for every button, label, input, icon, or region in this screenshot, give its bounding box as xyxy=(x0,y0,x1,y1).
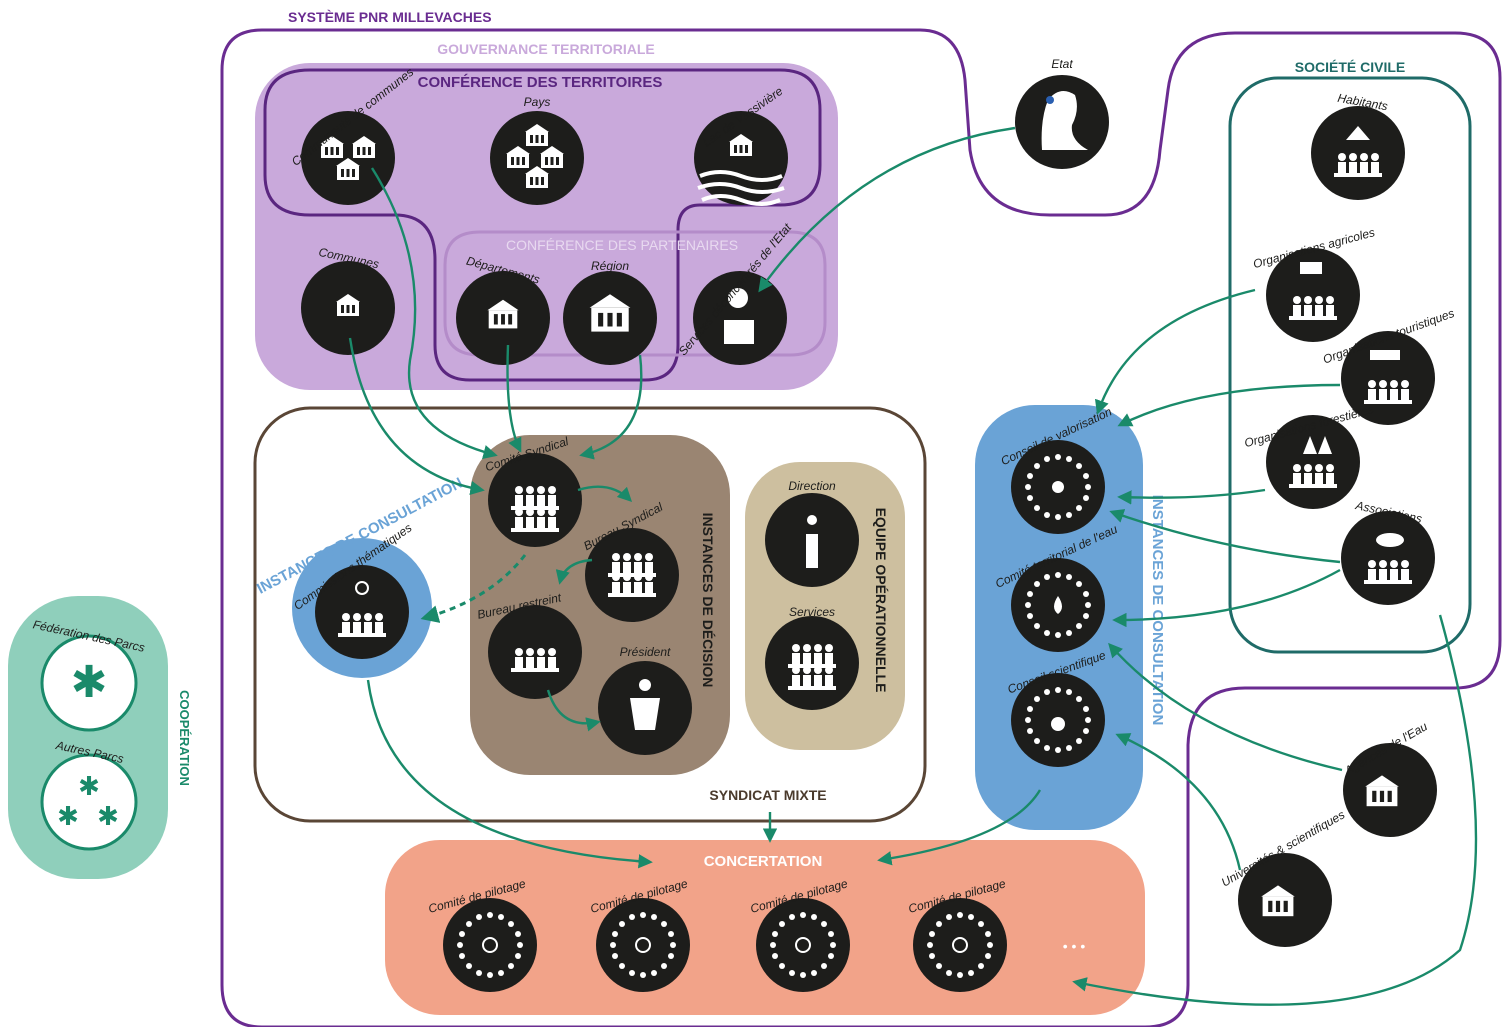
arrow-comite-commissions xyxy=(420,554,527,623)
system-title: SYSTÈME PNR MILLEVACHES xyxy=(288,9,492,25)
lac-node xyxy=(694,111,788,206)
arrow-agricoles-valorisation xyxy=(1094,288,1256,415)
associations-node xyxy=(1341,511,1435,605)
pilotage-node-3 xyxy=(756,898,850,992)
org-forestieres-node xyxy=(1266,415,1360,509)
conf-partenaires-boundary xyxy=(443,230,827,357)
departements-node xyxy=(456,271,550,365)
arrow-societe-concertation xyxy=(1072,614,1478,1006)
gouvernance-panel xyxy=(255,63,838,390)
habitants-node xyxy=(1311,106,1405,200)
bureau-syndical-node xyxy=(585,528,679,622)
arrow-scientifique-concertation xyxy=(877,789,1042,866)
pilotage-node-1 xyxy=(443,898,537,992)
arrow-communaute-comite xyxy=(370,167,498,460)
pays-node xyxy=(490,111,584,205)
region-node xyxy=(563,271,657,365)
societe-civile-title: SOCIÉTÉ CIVILE xyxy=(1295,59,1405,75)
region-label: Région xyxy=(591,259,629,273)
bureau-restreint-node xyxy=(488,605,582,699)
comite-syndical-node xyxy=(488,453,582,547)
arrow-associations-valorisation xyxy=(1109,509,1341,564)
arrow-region-comite xyxy=(579,354,643,460)
services-etat-node xyxy=(693,271,787,365)
conf-territoires-title: CONFÉRENCE DES TERRITOIRES xyxy=(418,74,663,91)
concertation-title: CONCERTATION xyxy=(704,853,823,870)
arrow-associations-eau xyxy=(1112,568,1341,628)
gouvernance-title: GOUVERNANCE TERRITORIALE xyxy=(437,41,655,57)
conf-territoires-boundary xyxy=(263,68,822,382)
conseil-scientifique-node xyxy=(1011,673,1105,767)
cooperation-title: COOPÉRATION xyxy=(177,690,192,786)
pays-label: Pays xyxy=(524,95,551,109)
comite-eau-node xyxy=(1011,558,1105,652)
org-touristiques-node xyxy=(1341,331,1435,425)
concertation-ellipsis: • • • xyxy=(1063,938,1086,954)
arrow-departements-comite xyxy=(506,344,522,453)
arrow-etat-services xyxy=(758,126,1016,293)
arrow-touristiques-valorisation xyxy=(1117,383,1341,427)
arrow-universites-scientifique xyxy=(1115,733,1242,871)
universites-node xyxy=(1238,853,1332,947)
direction-label: Direction xyxy=(788,479,836,493)
arrow-commissions-concertation xyxy=(366,679,653,869)
communes-node xyxy=(301,261,395,355)
svg-text:✱: ✱ xyxy=(78,771,100,801)
agences-eau-node xyxy=(1343,743,1437,837)
arrow-restreint-president xyxy=(546,689,601,732)
arrow-agences-eau xyxy=(1108,642,1343,772)
svg-text:✱: ✱ xyxy=(71,658,108,707)
commissions-node xyxy=(315,565,409,659)
pilotage-node-2 xyxy=(596,898,690,992)
equipe-title: EQUIPE OPÉRATIONNELLE xyxy=(873,508,889,693)
instances-decision-title: INSTANCES DE DÉCISION xyxy=(700,513,716,688)
president-node xyxy=(598,661,692,755)
arrow-forestieres-valorisation xyxy=(1117,488,1266,505)
direction-node xyxy=(765,493,859,587)
svg-text:✱: ✱ xyxy=(97,801,119,831)
federation-node: ✱ xyxy=(40,634,138,732)
org-agricoles-node xyxy=(1266,248,1360,342)
svg-text:✱: ✱ xyxy=(57,801,79,831)
arrow-comite-bureau xyxy=(577,485,633,503)
president-label: Président xyxy=(620,645,671,659)
syndicat-mixte-panel xyxy=(253,406,927,823)
services-node xyxy=(765,616,859,710)
autres-parcs-node: ✱ ✱ ✱ xyxy=(40,753,138,851)
conf-partenaires-title: CONFÉRENCE DES PARTENAIRES xyxy=(506,237,738,253)
etat-node xyxy=(1015,75,1109,169)
communaute-node xyxy=(301,111,395,205)
etat-label: Etat xyxy=(1051,57,1073,71)
pilotage-node-4 xyxy=(913,898,1007,992)
societe-civile-panel xyxy=(1228,76,1472,654)
services-label: Services xyxy=(789,605,835,619)
conseil-valorisation-node xyxy=(1011,440,1105,534)
arrow-bureau-restreint xyxy=(555,558,593,585)
consultation-right-title: INSTANCES DE CONSULTATION xyxy=(1149,495,1166,726)
syndicat-mixte-title: SYNDICAT MIXTE xyxy=(709,787,826,803)
arrow-communes-comite xyxy=(348,337,485,496)
flow-arrows xyxy=(348,126,1478,1006)
